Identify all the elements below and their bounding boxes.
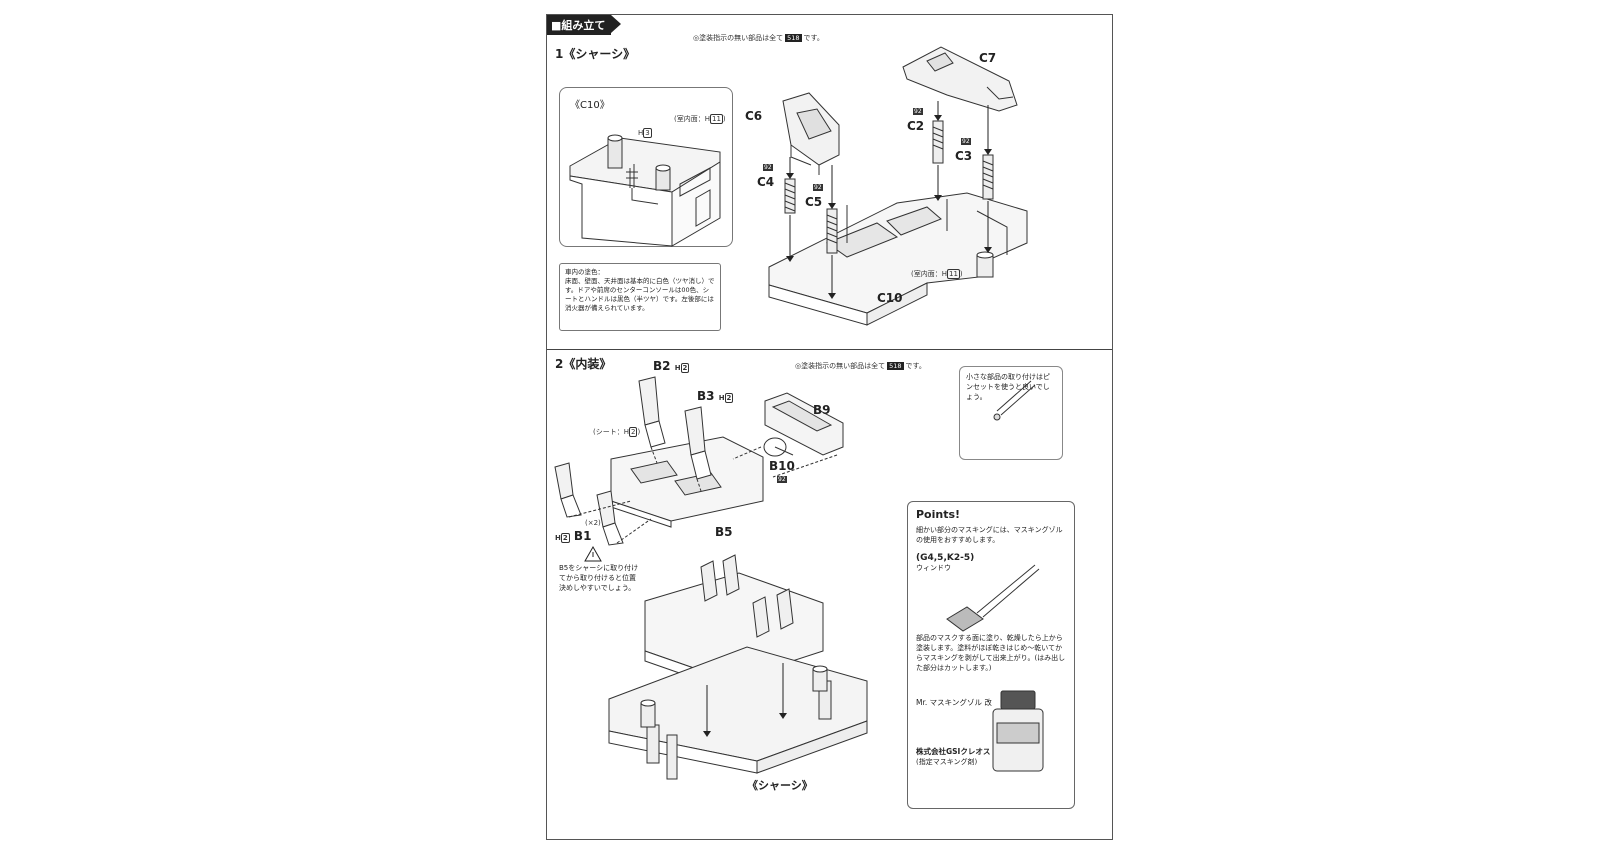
seat-note-suffix: )	[637, 428, 641, 436]
points-method: 部品のマスクする面に塗り、乾燥したら上から塗装します。塗料がほぼ乾きはじめ～乾い…	[916, 634, 1066, 672]
points-box: Points! 細かい部分のマスキングには、マスキングゾルの使用をおすすめします…	[907, 501, 1075, 809]
h2-box: 2	[560, 533, 570, 543]
paint-note-suffix: です。	[905, 362, 926, 370]
part-c7-label: C7	[979, 51, 997, 65]
paint-code-badge: 518	[785, 34, 802, 42]
room-note-suffix: )	[959, 270, 963, 278]
room-suffix: )	[722, 115, 726, 123]
b1-text: B1	[573, 529, 592, 543]
step2-title: 2《内装》	[555, 357, 612, 371]
part-c10-label: C10	[877, 291, 903, 305]
paint-note-prefix: ◎塗装指示の無い部品は全て	[795, 362, 886, 370]
seat-note-prefix: (シート：H	[593, 428, 629, 436]
part-b5-label: B5	[715, 525, 733, 539]
points-title: Points!	[916, 508, 961, 521]
room-prefix: (室内面：H	[674, 115, 710, 123]
tweezers-tip-box: 小さな部品の取り付けはピンセットを使うと良いでしょう。	[959, 366, 1063, 460]
h2-box: 2	[680, 363, 690, 373]
seat-h2-box: 2	[629, 427, 638, 437]
paint-92-c3: 92	[961, 137, 971, 145]
inset-title: 《C10》	[570, 100, 610, 111]
paint-92-badge: 92	[961, 138, 971, 145]
interior-note-body: 床面、壁面、天井面は基本的に白色（ツヤ消し）です。ドアや前席のセンターコンソール…	[565, 277, 715, 312]
chassis-label: 《シャーシ》	[747, 779, 813, 792]
interior-assembly-illustration	[554, 376, 1044, 780]
b3-text: B3	[697, 389, 715, 403]
paint-note-suffix: です。	[803, 34, 824, 42]
part-c5-label: C5	[805, 195, 823, 209]
h-letter: H	[674, 364, 681, 372]
part-c2-label: C2	[907, 119, 925, 133]
interior-note-title: 車内の塗色：	[565, 268, 604, 276]
paint-92-badge: 92	[763, 164, 773, 171]
paint-92-badge: 92	[913, 108, 923, 115]
tip-text: 小さな部品の取り付けはピンセットを使うと良いでしょう。	[966, 373, 1050, 401]
interior-color-note: 車内の塗色： 床面、壁面、天井面は基本的に白色（ツヤ消し）です。ドアや前席のセン…	[559, 263, 721, 331]
b5-warning-text: B5をシャーシに取り付けてから取り付けると位置決めしやすいでしょう。	[559, 564, 639, 592]
paint-note-prefix: ◎塗装指示の無い部品は全て	[693, 34, 784, 42]
h3-box: 3	[643, 128, 652, 138]
part-c6-label: C6	[745, 109, 763, 123]
h-letter: H	[555, 534, 561, 542]
h-letter: H	[638, 129, 644, 137]
h2-box: 2	[724, 393, 734, 403]
paint-code-badge: 518	[887, 362, 904, 370]
part-c3-label: C3	[955, 149, 973, 163]
paint-92-c2: 92	[913, 107, 923, 115]
window-label: ウィンドウ	[916, 564, 951, 572]
h-letter: H	[718, 394, 725, 402]
paint-92-badge: 92	[777, 476, 787, 483]
points-intro: 細かい部分のマスキングには、マスキングゾルの使用をおすすめします。	[916, 526, 1063, 544]
paint-92-c4: 92	[763, 163, 773, 171]
step1-title: 1《シャーシ》	[555, 47, 636, 61]
part-b9-label: B9	[813, 403, 831, 417]
maker-note: (指定マスキング剤)	[916, 758, 978, 766]
paint-92-badge: 92	[813, 184, 823, 191]
window-parts-label: (G4,5,K2-5)	[916, 553, 975, 563]
paint-92-b10: 92	[777, 475, 787, 483]
product-name: Mr. マスキングゾル 改	[916, 698, 992, 707]
room-h11-box: 11	[710, 114, 723, 124]
assembly-section-tag: ■組み立て	[547, 15, 622, 35]
b1-quantity: (×2)	[585, 519, 601, 527]
room-note-prefix: (室内面：H	[911, 270, 947, 278]
c10-inset-illustration	[569, 134, 721, 247]
room-note-h11-box: 11	[947, 269, 960, 279]
chassis-assembly-illustration	[768, 46, 1028, 326]
paint-92-c5: 92	[813, 183, 823, 191]
part-b10-label: B10	[769, 459, 795, 473]
maker-name: 株式会社GSIクレオス	[916, 747, 991, 756]
part-c4-label: C4	[757, 175, 775, 189]
b2-text: B2	[653, 359, 671, 373]
